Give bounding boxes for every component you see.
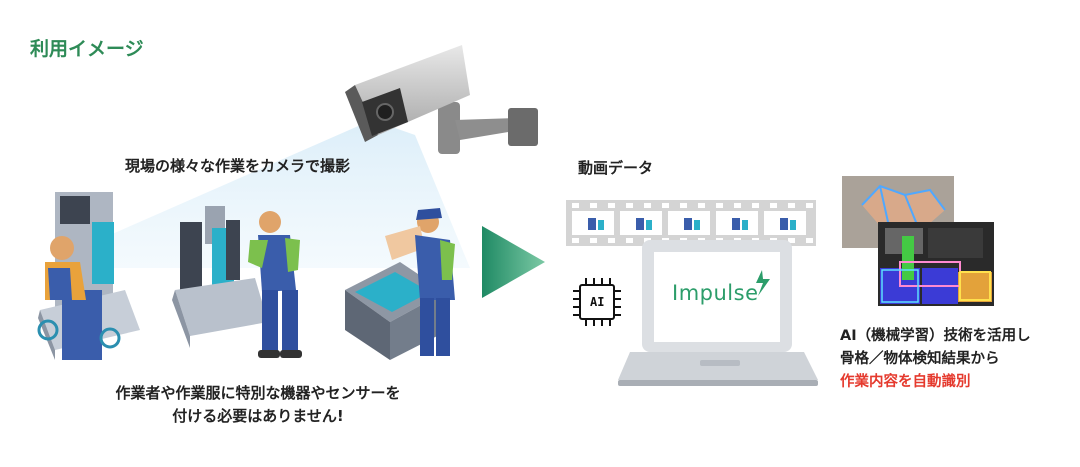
impulse-logo: Impulse [672,281,759,305]
section-title: 利用イメージ [30,38,144,60]
worker-machine-illustration-2 [172,206,302,358]
ai-caption-line1: AI（機械学習）技術を活用し [840,328,1031,344]
no-sensor-caption-line1: 作業者や作業服に特別な機器やセンサーを [115,384,401,402]
ai-caption: AI（機械学習）技術を活用し 骨格／物体検知結果から 作業内容を自動識別 [840,325,1031,394]
worker-box-illustration-3 [345,208,455,360]
ai-chip-icon [573,278,621,326]
laptop-icon [618,240,818,386]
camera-view-beam [60,120,470,268]
object-detection-photo [878,222,994,306]
worker-machine-illustration-1 [37,192,140,360]
video-data-caption: 動画データ [578,159,654,177]
ai-caption-line3: 作業内容を自動識別 [840,374,971,390]
ai-chip-label: AI [590,295,605,309]
camera-caption: 現場の様々な作業をカメラで撮影 [125,157,351,175]
ai-caption-line2: 骨格／物体検知結果から [840,351,1000,367]
film-strip-icon [566,200,816,246]
no-sensor-caption-line2: 付ける必要はありません! [172,407,344,425]
flow-arrow-icon [482,226,545,298]
security-camera-icon [345,45,538,154]
no-sensor-caption: 作業者や作業服に特別な機器やセンサーを 付ける必要はありません! [78,382,438,428]
